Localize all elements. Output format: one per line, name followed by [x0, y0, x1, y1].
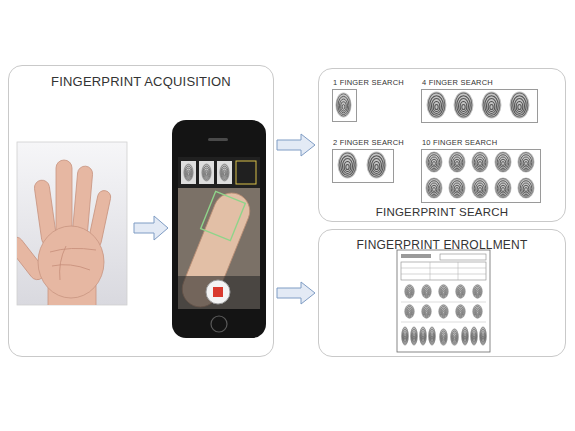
fingerprint [482, 92, 502, 119]
phone-body [172, 120, 266, 338]
sample-box: 10 FINGER SEARCH [421, 149, 541, 203]
fingerprint [471, 151, 488, 172]
sample-box: 2 FINGER SEARCH [332, 149, 394, 183]
hand-photo [5, 142, 127, 320]
block-arrow [134, 216, 168, 240]
box-heading: 4 FINGER SEARCH [422, 78, 493, 87]
form-field [401, 262, 486, 280]
palm [38, 226, 104, 298]
box-heading: 10 FINGER SEARCH [422, 138, 497, 147]
sample-box: 4 FINGER SEARCH [421, 89, 538, 123]
fingerprint [425, 177, 442, 198]
home-button [211, 316, 227, 332]
palm-lines [50, 246, 96, 280]
fingerprint [470, 326, 478, 345]
block-arrow [277, 282, 315, 304]
thumbnail [217, 161, 232, 184]
fingerprint [410, 326, 418, 345]
fingerprint [427, 92, 447, 119]
fingerprint [517, 151, 534, 172]
phone [172, 120, 266, 338]
fingerprint [401, 326, 409, 345]
photo-frame [17, 142, 127, 305]
fingerprint [450, 328, 459, 345]
stage-panel: FINGERPRINT SEARCH 1 FINGER SEARCH 4 FINGE… [318, 68, 566, 222]
panel-title: FINGERPRINT ACQUISITION [51, 74, 231, 89]
fingerprint [404, 304, 414, 318]
fingerprint [367, 152, 387, 179]
control-bar [178, 276, 260, 309]
form-grid [401, 262, 486, 280]
stage-panel: FINGERPRINT ENROLLMENT [318, 229, 566, 357]
fingerprint [421, 284, 431, 298]
fingerprint [419, 326, 427, 345]
fingerprint [428, 326, 436, 345]
fingerprint [438, 304, 448, 318]
fingerprint [338, 152, 358, 179]
fingerprint [448, 151, 465, 172]
fingerprint [472, 284, 482, 298]
fingerprint [494, 151, 511, 172]
thumbnail-bar [178, 157, 260, 188]
fingerprint [455, 284, 465, 298]
fingerprint [455, 304, 465, 318]
panel-title: FINGERPRINT ENROLLMENT [357, 238, 528, 252]
fingerprint [471, 177, 488, 198]
fingerprint [448, 177, 465, 198]
sample-box: 1 FINGER SEARCH [332, 89, 357, 122]
fingerprint [454, 92, 474, 119]
phone-speaker [208, 138, 228, 141]
fingerprint [479, 326, 487, 345]
form-field [440, 254, 486, 260]
box-heading: 2 FINGER SEARCH [333, 138, 404, 147]
capture-frame [201, 191, 246, 240]
card [397, 250, 490, 352]
box-heading: 1 FINGER SEARCH [333, 78, 404, 87]
capture-button [206, 280, 230, 304]
hand [17, 160, 112, 305]
fingerprint [425, 151, 442, 172]
fingerprint [335, 92, 351, 117]
stage-panel: FINGERPRINT ACQUISITION [8, 65, 274, 357]
fingerprint [494, 177, 511, 198]
panel-title: FINGERPRINT SEARCH [376, 206, 508, 218]
fingerprint [404, 284, 414, 298]
fingerprint-card [397, 250, 490, 352]
fingerprint [472, 304, 482, 318]
thumbnail [199, 161, 214, 184]
fingerprint [461, 326, 469, 345]
fingerprint [421, 304, 431, 318]
fingerprint [510, 92, 530, 119]
fingerprint [438, 284, 448, 298]
thumbnail-slot [236, 161, 256, 184]
fingerprint [439, 328, 448, 345]
form-line [401, 302, 486, 322]
block-arrow [277, 134, 315, 156]
form-line [401, 254, 431, 258]
stop-symbol [213, 287, 223, 297]
thumbnail [181, 161, 196, 184]
fingerprint [517, 177, 534, 198]
